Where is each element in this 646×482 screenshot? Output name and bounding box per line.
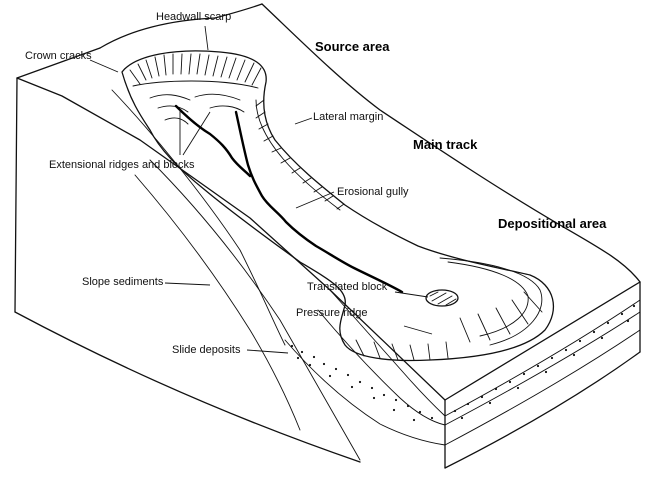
toe-pressure-ridges [356, 258, 542, 360]
headwall-scarp-label: Headwall scarp [156, 11, 231, 24]
slide-deposits-label: Slide deposits [172, 344, 241, 357]
front-strata [135, 160, 640, 460]
translated-block-label: Translated block [307, 281, 387, 294]
lateral-margin-label: Lateral margin [313, 111, 383, 124]
erosional-gully-label: Erosional gully [337, 186, 409, 199]
crown-cracks-label: Crown cracks [25, 50, 92, 63]
slide-deposit-dots [291, 305, 635, 421]
translated-block [426, 290, 458, 306]
depositional-area-label: Depositional area [498, 216, 606, 231]
erosional-gullies [176, 106, 402, 292]
source-area-label: Source area [315, 39, 389, 54]
block-outline [15, 4, 640, 468]
extensional-ridges-label: Extensional ridges and blocks [49, 159, 195, 172]
main-track-label: Main track [413, 137, 477, 152]
pressure-ridge-label: Pressure ridge [296, 307, 368, 320]
slope-sediments-label: Slope sediments [82, 276, 163, 289]
slope-sediment-line [112, 90, 285, 345]
